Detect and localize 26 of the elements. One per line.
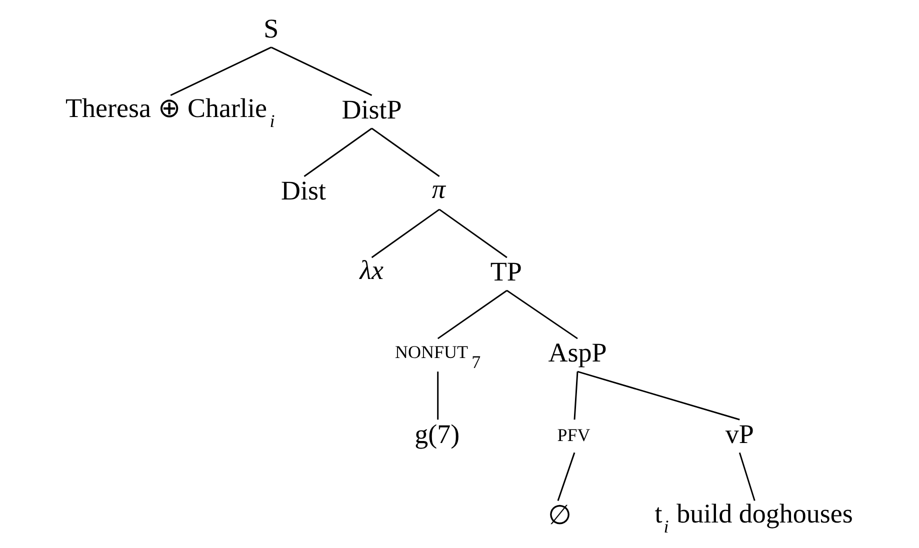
connector <box>506 290 578 340</box>
node-text: TP <box>490 256 522 287</box>
connector <box>573 372 578 420</box>
connector <box>436 372 438 420</box>
connector <box>303 128 372 178</box>
node-text: Dist <box>280 176 326 206</box>
node-text: t$_{i}$ build doghouses <box>654 498 852 536</box>
node-text: ∅ <box>548 500 572 530</box>
connector <box>170 46 272 96</box>
node-text: PFV <box>556 424 590 445</box>
node-text: π <box>431 174 445 204</box>
connector <box>738 452 755 501</box>
connector <box>438 208 507 258</box>
connector <box>436 290 507 340</box>
connector <box>556 452 575 501</box>
node-text: AspP <box>548 338 606 368</box>
connector <box>370 208 440 258</box>
node-text: g(7) <box>414 418 460 449</box>
node-text: λx <box>359 255 383 286</box>
connector <box>370 128 440 178</box>
node-text: DistP <box>341 94 402 124</box>
node-text: Theresa ⊕ Charlie$_{i}$ <box>65 92 274 131</box>
connector <box>576 370 740 420</box>
node-text: vP <box>724 418 754 449</box>
node-text: S <box>263 13 278 44</box>
connector <box>270 46 372 96</box>
